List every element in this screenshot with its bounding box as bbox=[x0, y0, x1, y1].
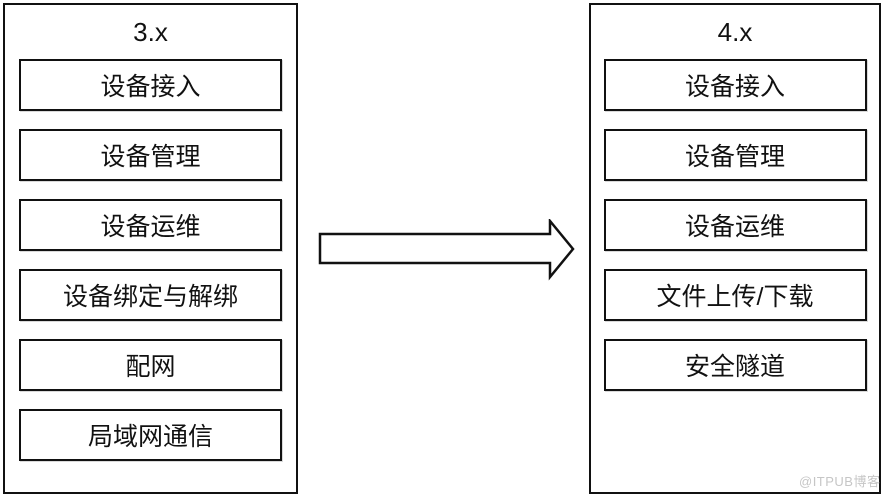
feature-box-file-upload-download: 文件上传/下载 bbox=[603, 269, 867, 321]
panel-title-3x: 3.x bbox=[133, 17, 168, 47]
feature-box-secure-tunnel: 安全隧道 bbox=[603, 339, 867, 391]
feature-box-lan-communication: 局域网通信 bbox=[19, 409, 282, 461]
feature-box-device-ops: 设备运维 bbox=[19, 199, 282, 251]
feature-box-bind-unbind: 设备绑定与解绑 bbox=[19, 269, 282, 321]
feature-box-device-management: 设备管理 bbox=[603, 129, 867, 181]
right-arrow-icon bbox=[318, 219, 575, 281]
feature-box-device-access: 设备接入 bbox=[603, 59, 867, 111]
feature-box-network-config: 配网 bbox=[19, 339, 282, 391]
panel-title-4x: 4.x bbox=[717, 17, 753, 47]
watermark-itpub: @ITPUB博客 bbox=[799, 474, 881, 489]
panel-items-3x: 设备接入 设备管理 设备运维 设备绑定与解绑 配网 局域网通信 bbox=[5, 59, 296, 461]
feature-box-device-ops: 设备运维 bbox=[603, 199, 867, 251]
version-panel-3x: 3.x 设备接入 设备管理 设备运维 设备绑定与解绑 配网 局域网通信 bbox=[3, 3, 298, 494]
feature-box-device-management: 设备管理 bbox=[19, 129, 282, 181]
panel-items-4x: 设备接入 设备管理 设备运维 文件上传/下载 安全隧道 bbox=[591, 59, 879, 391]
version-panel-4x: 4.x 设备接入 设备管理 设备运维 文件上传/下载 安全隧道 bbox=[589, 3, 881, 494]
feature-box-device-access: 设备接入 bbox=[19, 59, 282, 111]
